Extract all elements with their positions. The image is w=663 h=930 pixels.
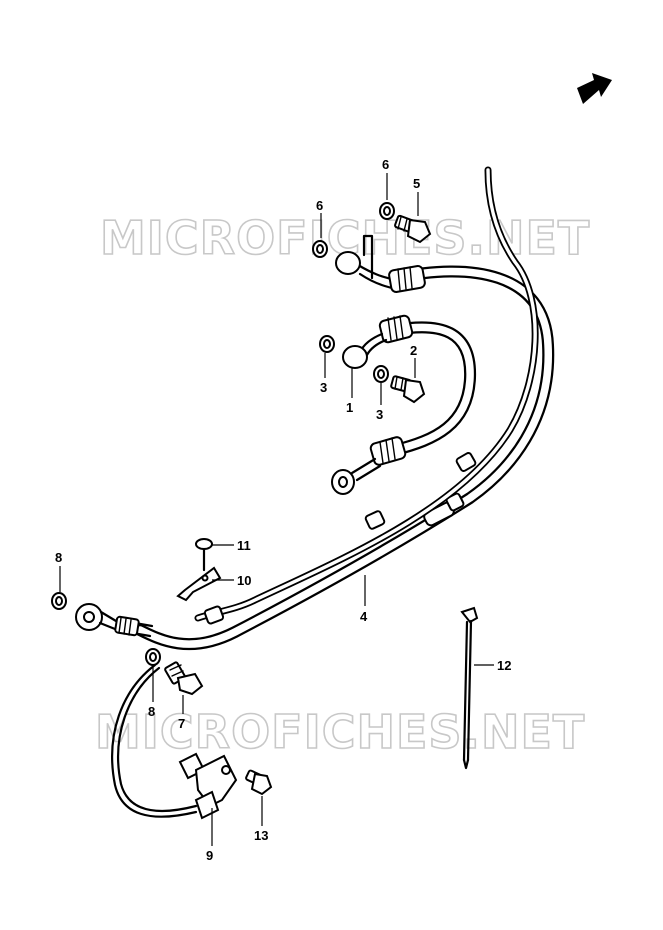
part-12-cable-tie xyxy=(460,606,479,770)
callout-8-lower: 8 xyxy=(148,704,155,719)
callout-1: 1 xyxy=(346,400,353,415)
callout-3-lower: 3 xyxy=(376,407,383,422)
callout-5: 5 xyxy=(413,176,420,191)
part-9-lead-wire xyxy=(111,663,198,818)
part-11-screw xyxy=(195,538,213,572)
callout-7: 7 xyxy=(178,716,185,731)
callout-11: 11 xyxy=(237,538,251,553)
callout-4: 4 xyxy=(360,609,368,624)
brake-line-thin xyxy=(194,166,539,625)
part-10-clamp xyxy=(176,566,222,602)
callout-13: 13 xyxy=(254,828,268,843)
part-4-brake-hose xyxy=(75,265,555,651)
callout-9: 9 xyxy=(206,848,213,863)
callout-10: 10 xyxy=(237,573,251,588)
part-5-bolt xyxy=(394,214,432,244)
part-1-brake-hose xyxy=(331,314,477,495)
callout-6-upper: 6 xyxy=(382,157,389,172)
callout-8: 8 xyxy=(55,550,62,565)
callout-12: 12 xyxy=(497,658,511,673)
part-7-bolt xyxy=(164,661,204,696)
callout-3: 3 xyxy=(320,380,327,395)
front-arrow-icon xyxy=(577,73,612,104)
part-9-sensor xyxy=(178,752,238,820)
watermark-bottom: MICROFICHES.NET xyxy=(95,705,585,759)
part-13-bolt xyxy=(245,769,273,796)
callout-6: 6 xyxy=(316,198,323,213)
part-2-bolt xyxy=(390,375,426,404)
part-upper-hose-end xyxy=(335,234,426,293)
callout-2: 2 xyxy=(410,343,417,358)
